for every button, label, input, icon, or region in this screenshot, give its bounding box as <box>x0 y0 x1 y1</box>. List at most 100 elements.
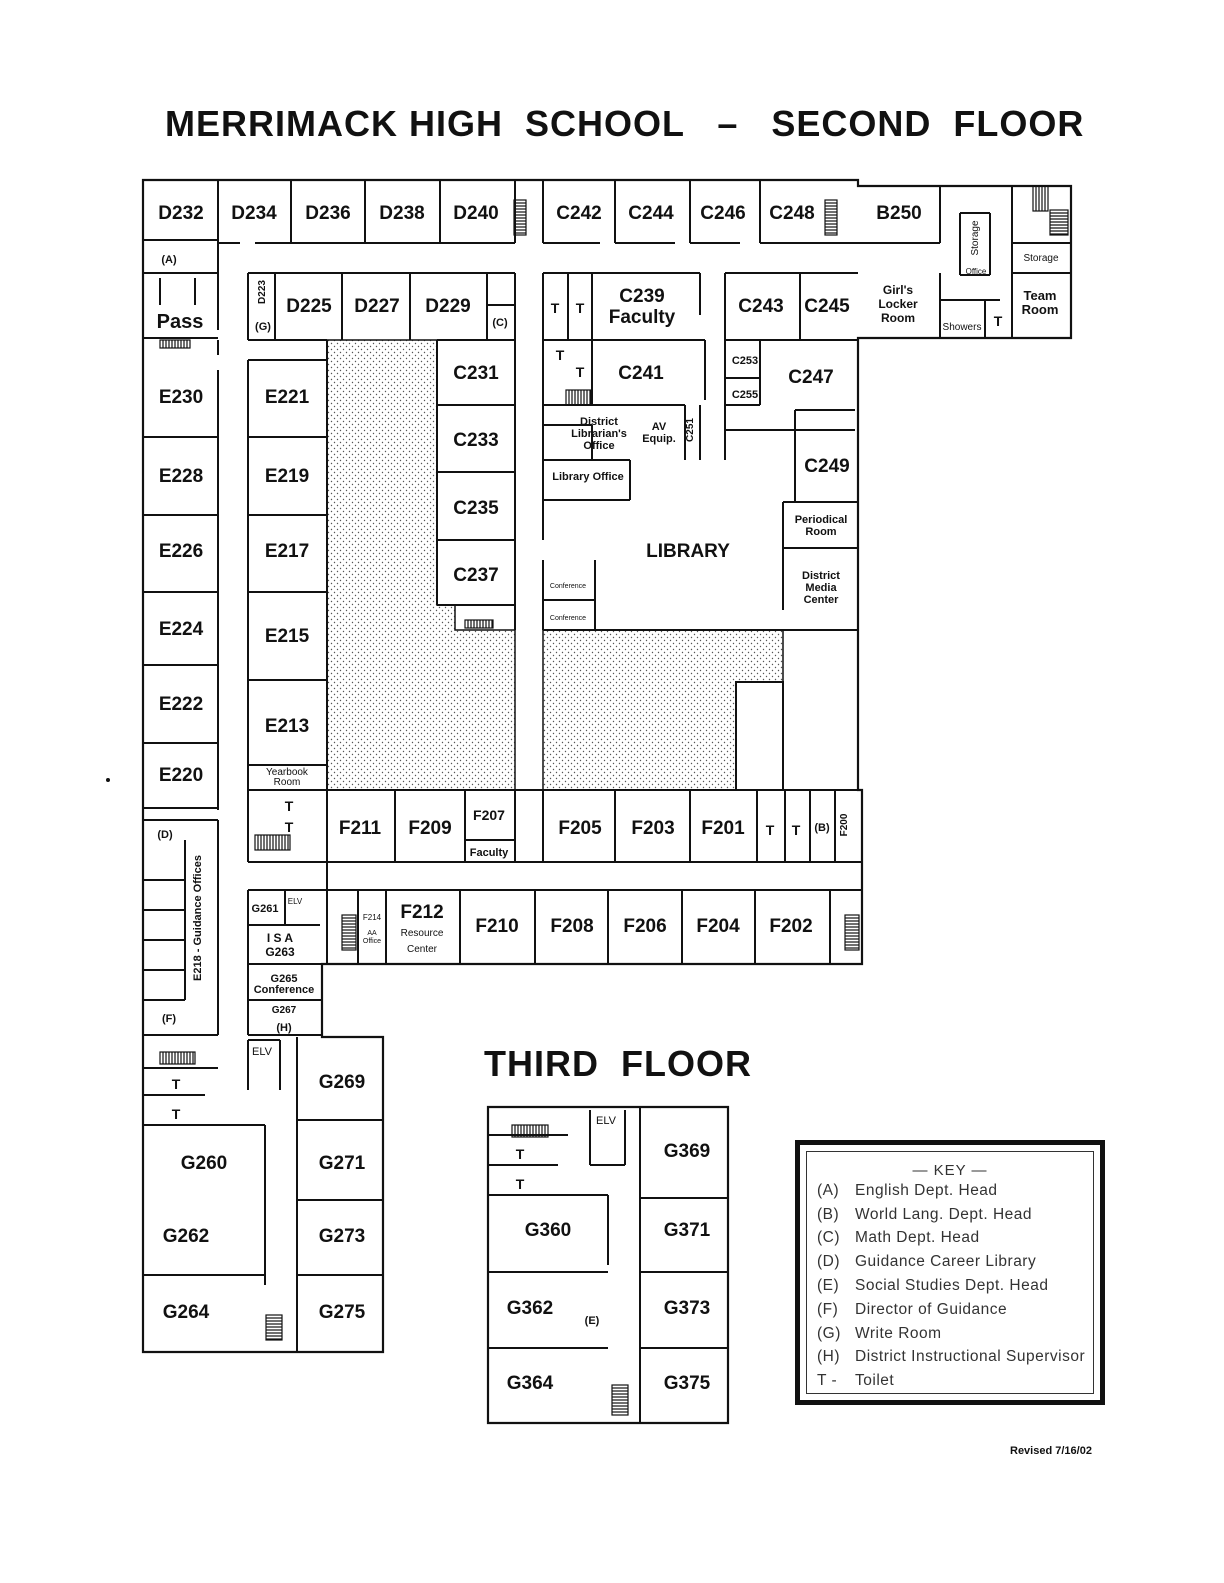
legend-code: (C) <box>817 1229 841 1247</box>
stairs-icon <box>565 389 592 406</box>
room-label: E221 <box>265 387 310 408</box>
room-label: F205 <box>558 818 602 839</box>
room-label: G273 <box>319 1226 365 1247</box>
room-label: (H) <box>276 1022 292 1034</box>
room-label: E220 <box>159 765 203 786</box>
room-label: Office <box>583 440 614 452</box>
legend-code: (E) <box>817 1277 840 1295</box>
room-label: Conference <box>254 984 315 996</box>
toilet-label: T <box>551 300 560 316</box>
room-label: D238 <box>379 203 424 224</box>
room-label: G369 <box>664 1141 710 1162</box>
toilet-label: T <box>576 364 585 380</box>
legend-text: World Lang. Dept. Head <box>855 1205 1033 1223</box>
room-label: Media <box>805 582 837 594</box>
toilet-label: T <box>516 1176 525 1192</box>
room-label: Room <box>881 311 915 325</box>
room-label: G271 <box>319 1153 366 1174</box>
room-label: C253 <box>732 355 758 367</box>
stairs-icon <box>341 914 357 951</box>
room-label: D232 <box>158 203 203 224</box>
stairs-icon <box>611 1384 629 1416</box>
legend-entry: (B) World Lang. Dept. Head <box>817 1203 1093 1227</box>
legend-code: (B) <box>817 1205 840 1223</box>
legend-text: Math Dept. Head <box>855 1229 980 1247</box>
room-label: D223 <box>257 280 268 304</box>
room-label: G265 <box>271 973 298 985</box>
room-label: C248 <box>769 203 814 224</box>
room-label: (C) <box>492 317 508 329</box>
room-label: (F) <box>162 1013 176 1025</box>
room-label: F202 <box>769 916 812 937</box>
room-label: Team <box>1024 288 1057 303</box>
room-label: E224 <box>159 619 204 640</box>
room-label: Conference <box>550 583 586 590</box>
room-label: (E) <box>585 1315 600 1327</box>
room-label: District <box>802 570 840 582</box>
toilet-label: T <box>172 1106 181 1122</box>
room-label: (D) <box>157 829 173 841</box>
room-label: F210 <box>475 916 518 937</box>
legend-code: (H) <box>817 1348 841 1366</box>
room-label: E230 <box>159 387 203 408</box>
room-label: G362 <box>507 1298 553 1319</box>
stairs-icon <box>1032 185 1049 212</box>
room-label: Resource <box>401 928 444 939</box>
legend-text: Social Studies Dept. Head <box>855 1277 1049 1295</box>
stray-dot <box>106 778 110 782</box>
room-label: F208 <box>550 916 593 937</box>
room-label: Room <box>1022 302 1059 317</box>
room-label: D229 <box>425 296 470 317</box>
room-label: C239 <box>619 286 664 307</box>
room-label: ELV <box>252 1046 273 1058</box>
toilet-label: T <box>172 1076 181 1092</box>
stairs-icon <box>464 619 494 629</box>
legend-entry: T -Toilet <box>817 1369 1093 1393</box>
room-label: Storage <box>1023 253 1058 264</box>
toilet-label: T <box>285 819 294 835</box>
room-label: (B) <box>814 822 830 834</box>
room-label: D234 <box>231 203 277 224</box>
room-label: C246 <box>700 203 745 224</box>
legend-box: — KEY — (A)English Dept. Head(B)World La… <box>795 1140 1105 1405</box>
room-label: (A) <box>161 254 177 266</box>
room-label: C247 <box>788 367 833 388</box>
room-label: Center <box>804 594 840 606</box>
room-label: C249 <box>804 456 849 477</box>
room-label: F200 <box>839 813 850 836</box>
room-label: F214 <box>363 913 382 922</box>
legend-text: Guidance Career Library <box>855 1253 1037 1271</box>
courtyard-box <box>735 681 784 791</box>
room-label: F204 <box>696 916 740 937</box>
room-label: Room <box>805 526 836 538</box>
room-label: C241 <box>618 363 664 384</box>
room-label: F203 <box>631 818 674 839</box>
room-label: C237 <box>453 565 498 586</box>
room-label: (G) <box>255 321 271 333</box>
room-label: AA <box>367 930 377 937</box>
room-label: AV <box>652 421 667 433</box>
room-label: E226 <box>159 541 203 562</box>
room-label: Locker <box>878 297 918 311</box>
room-label: C235 <box>453 498 499 519</box>
room-label: C245 <box>804 296 850 317</box>
legend-text: English Dept. Head <box>855 1181 998 1199</box>
room-label: F201 <box>701 818 745 839</box>
room-label: Showers <box>943 322 982 333</box>
room-label: Storage <box>970 220 981 255</box>
legend-text: Toilet <box>855 1372 895 1390</box>
toilet-label: T <box>994 313 1003 329</box>
room-label: F212 <box>400 902 443 923</box>
room-label: F207 <box>473 807 505 823</box>
room-label: G261 <box>252 903 279 915</box>
room-label: D240 <box>453 203 498 224</box>
room-label: G262 <box>163 1226 209 1247</box>
legend-entry: (A)English Dept. Head <box>817 1179 1093 1203</box>
legend-code: (G) <box>817 1324 841 1342</box>
room-label: Equip. <box>642 433 676 445</box>
room-label: Office <box>363 938 381 945</box>
room-label: Office <box>966 267 987 276</box>
legend-entry: (G)Write Room <box>817 1322 1093 1346</box>
room-label: G371 <box>664 1220 711 1241</box>
